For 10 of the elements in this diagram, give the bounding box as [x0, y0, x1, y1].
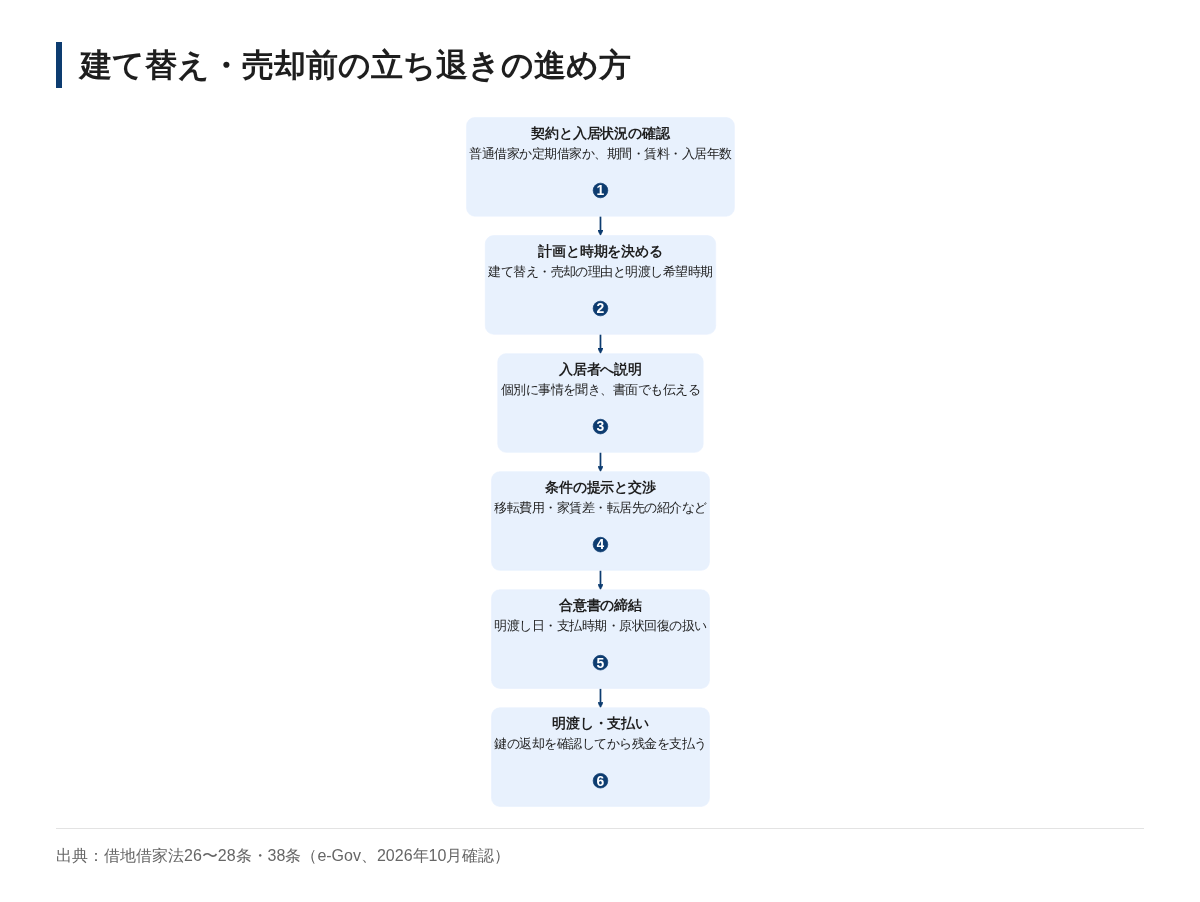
- node-circle: 4: [592, 536, 608, 553]
- diagram-title: 建て替え・売却前の立ち退きの進め方: [56, 42, 631, 88]
- arrow: [596, 569, 604, 591]
- arrow: [596, 451, 604, 472]
- node-circle: 6: [592, 773, 608, 789]
- node-circle: 2: [592, 300, 608, 317]
- node-circle: 5: [592, 655, 608, 671]
- source-caption: 出典：借地借家法26〜28条・38条（e-Gov、2026年10月確認）: [56, 846, 511, 866]
- node-circle: 1: [592, 182, 608, 199]
- node-circle: 3: [592, 418, 608, 435]
